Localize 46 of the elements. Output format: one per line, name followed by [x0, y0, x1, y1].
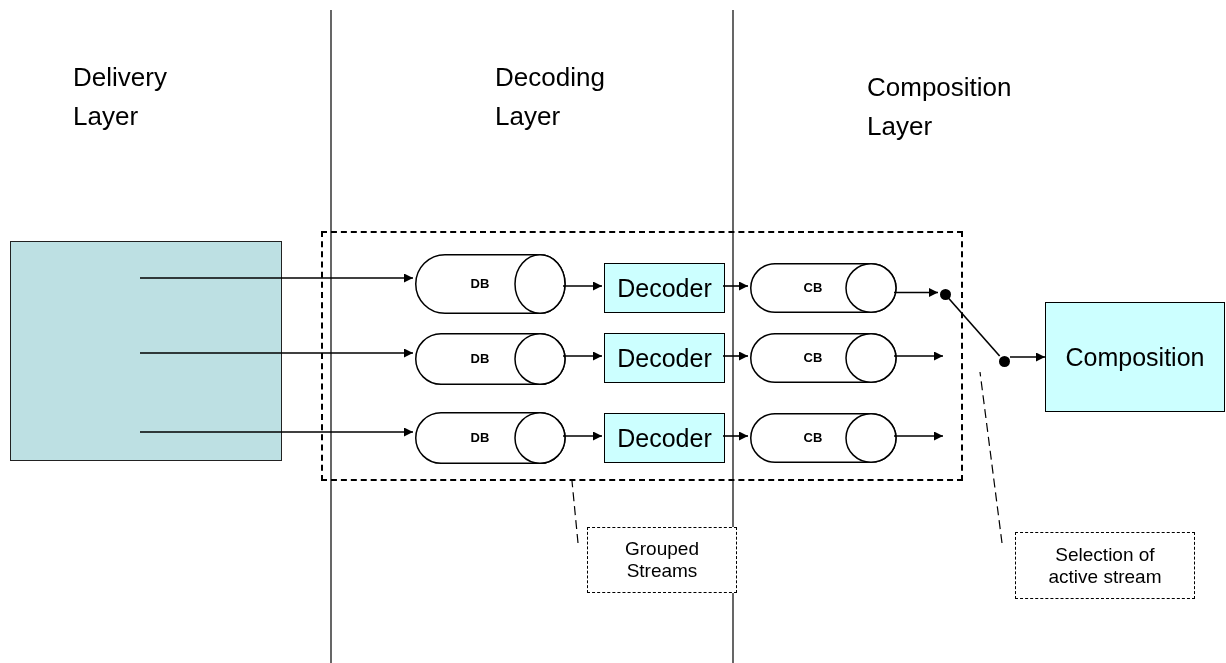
arrow	[562, 351, 603, 361]
decoder-box	[604, 413, 725, 463]
layer-label: Delivery Layer	[73, 61, 168, 133]
leader-line	[571, 480, 579, 544]
note-text: Selection of active stream	[1047, 543, 1163, 588]
node-label: CB	[803, 350, 823, 366]
note-box	[1015, 532, 1195, 599]
group-boundary	[321, 231, 963, 481]
note-text: Grouped Streams	[624, 538, 700, 582]
buffer-cylinder	[415, 333, 565, 385]
node-label: DB	[470, 351, 490, 367]
composition-box	[1045, 302, 1225, 412]
arrow	[722, 351, 749, 361]
node-label: DB	[470, 430, 490, 446]
layer-label: Composition Layer	[867, 71, 1013, 143]
arrow	[562, 281, 603, 291]
node-label: Decoder	[617, 273, 712, 303]
arrow	[893, 351, 944, 361]
buffer-cylinder	[750, 413, 896, 463]
node-label: DB	[470, 276, 490, 292]
buffer-cylinder	[415, 254, 565, 314]
decoder-box	[604, 333, 725, 383]
arrow	[1009, 352, 1046, 362]
node-label: Decoder	[617, 343, 712, 373]
delivery-block	[10, 241, 282, 461]
arrow	[893, 288, 939, 297]
buffer-cylinder	[750, 263, 896, 313]
node-label: Composition	[1065, 342, 1205, 372]
arrow	[139, 427, 414, 437]
node-label: Decoder	[617, 423, 712, 453]
buffer-cylinder	[750, 333, 896, 383]
layer-label: Decoding Layer	[495, 61, 606, 133]
arrow	[562, 431, 603, 441]
junction-dot	[940, 289, 951, 300]
decoder-box	[604, 263, 725, 313]
buffer-cylinder	[415, 412, 565, 464]
arrow	[722, 431, 749, 441]
leader-line	[979, 371, 1003, 544]
arrow	[139, 273, 414, 283]
arrow	[893, 431, 944, 441]
node-label: CB	[803, 280, 823, 296]
node-label: CB	[803, 430, 823, 446]
junction-dot	[999, 356, 1010, 367]
arrow	[722, 281, 749, 291]
arrow	[139, 348, 414, 358]
note-box	[587, 527, 737, 593]
